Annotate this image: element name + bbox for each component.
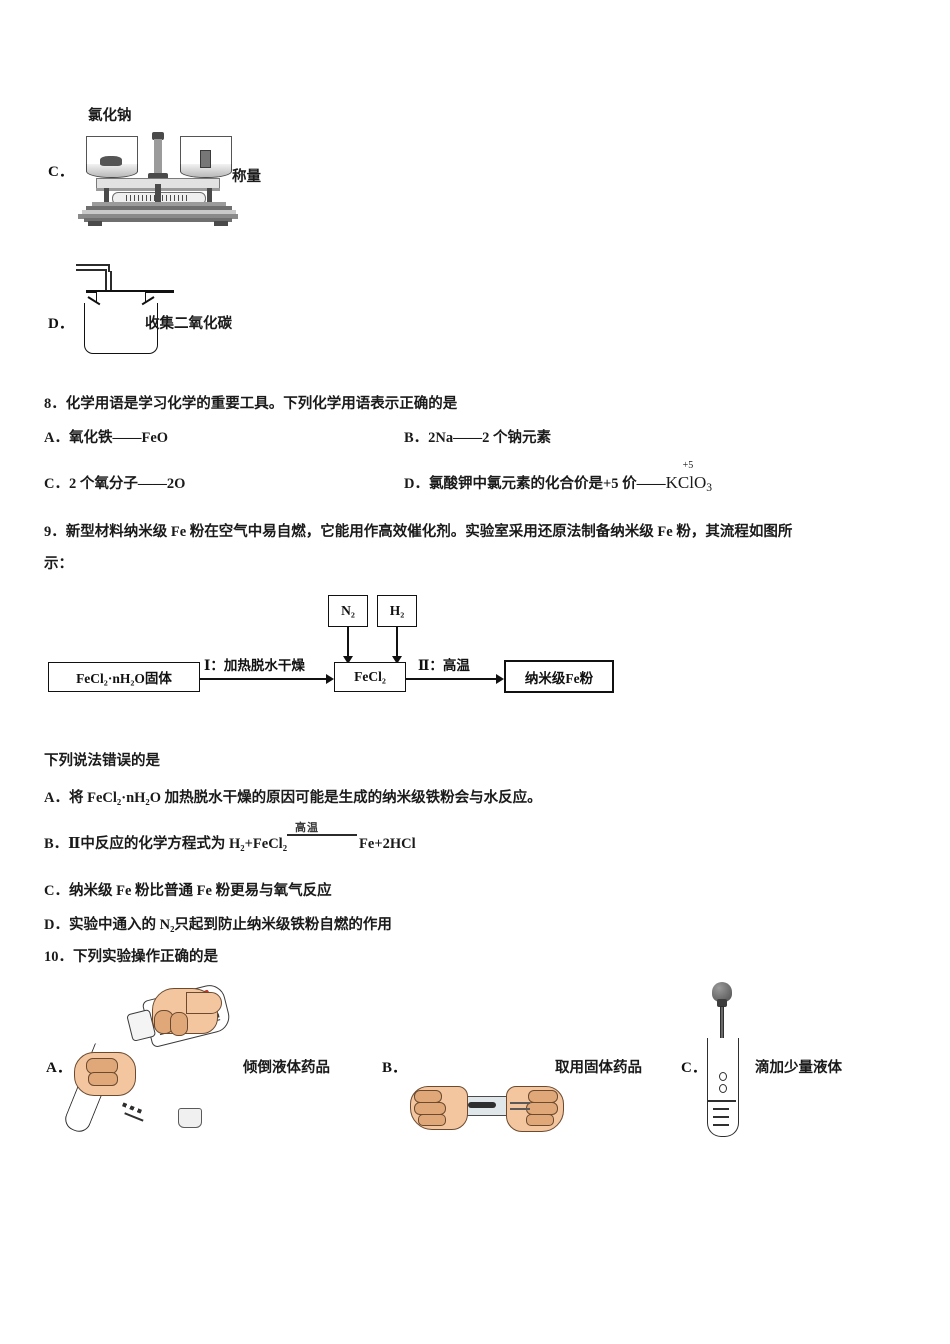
flowchart-box-start-label: FeCl₂·nH₂O固体	[76, 671, 172, 686]
flowchart-box-n2-label: N₂	[341, 603, 355, 618]
weight-block	[200, 150, 211, 168]
liquid-drop	[719, 1084, 727, 1093]
liquid-surface	[708, 1100, 736, 1102]
q8-option-a-text: 氧化铁——FeO	[68, 430, 169, 446]
solid-reagent-chunk	[468, 1102, 496, 1108]
bottle-stopper	[178, 1108, 202, 1128]
weighing-caption: 称量	[232, 169, 261, 185]
q9-option-b-text-after: Fe+2HCl	[359, 836, 416, 852]
flowchart-box-start: FeCl₂·nH₂O固体	[48, 662, 200, 692]
kclo3-formula: KClO3 +5	[665, 460, 713, 494]
q9-option-b: B．Ⅱ中反应的化学方程式为 H₂+FeCl₂ 高温 Fe+2HCl	[44, 822, 416, 853]
flowchart-box-h2: H₂	[377, 595, 417, 627]
q9-option-c: C．纳米级 Fe 粉比普通 Fe 粉更易与氧气反应	[44, 879, 332, 900]
salt-pile	[100, 156, 122, 166]
q9-option-d-text: 实验中通入的 N₂只起到防止纳米级铁粉自燃的作用	[68, 917, 392, 933]
q8-option-d-text: 氯酸钾中氯元素的化合价是+5 价——	[428, 476, 666, 492]
q8-option-b-text: 2Na——2 个钠元素	[428, 430, 552, 446]
q8-option-d: D．氯酸钾中氯元素的化合价是+5 价——KClO3 +5	[404, 460, 713, 494]
kclo3-oxidation-charge: +5	[682, 460, 694, 471]
q8-option-c: C．2 个氧分子——2O	[44, 472, 185, 493]
question-8-stem: 8．化学用语是学习化学的重要工具。下列化学用语表示正确的是	[44, 396, 458, 412]
kclo3-potassium: K	[665, 473, 678, 492]
flowchart-box-h2-label: H₂	[389, 603, 405, 618]
q10-option-a-letter: A．	[46, 1060, 72, 1076]
q10-option-c-caption: 滴加少量液体	[755, 1060, 842, 1076]
kclo3-subscript: 3	[706, 480, 713, 494]
liquid-drop	[719, 1072, 727, 1081]
q9-option-d: D．实验中通入的 N₂只起到防止纳米级铁粉自燃的作用	[44, 913, 392, 934]
q10-option-a-caption: 倾倒液体药品	[243, 1060, 330, 1076]
dropper-bulb	[712, 982, 732, 1002]
option-d-letter: D．	[48, 316, 74, 332]
question-9-stem-line1: 9．新型材料纳米级 Fe 粉在空气中易自燃，它能用作高效催化剂。实验室采用还原法…	[44, 524, 793, 540]
pouring-liquid-illustration	[61, 981, 252, 1142]
flowchart-step1-label: Ⅰ：加热脱水干燥	[202, 654, 307, 674]
reaction-arrow: 高温	[287, 822, 359, 849]
q8-option-a-letter: A．	[44, 430, 69, 446]
q9-option-b-text-before: Ⅱ中反应的化学方程式为 H₂+FeCl₂	[68, 836, 288, 852]
q10-option-c-letter: C．	[681, 1060, 707, 1076]
preparation-flowchart: N₂ H₂ FeCl₂·nH₂O固体 Ⅰ：加热脱水干燥 FeCl₂ Ⅱ：高温 纳…	[44, 592, 644, 696]
gas-jar-illustration	[76, 262, 186, 354]
flowchart-box-mid-label: FeCl₂	[354, 669, 386, 684]
q8-option-c-text: 2 个氧分子——2O	[68, 476, 186, 492]
q8-option-c-letter: C．	[44, 476, 69, 492]
kclo3-chlorate: ClO	[677, 473, 707, 492]
balance-scale-illustration	[78, 126, 238, 226]
reaction-arrow-bar	[287, 833, 358, 836]
q8-option-b: B．2Na——2 个钠元素	[404, 426, 551, 447]
collect-co2-caption: 收集二氧化碳	[145, 316, 232, 332]
question-10-stem: 10．下列实验操作正确的是	[44, 949, 218, 965]
question-9-stem-line2: 示：	[44, 556, 73, 572]
flowchart-box-n2: N₂	[328, 595, 368, 627]
reaction-condition-label: 高温	[295, 821, 320, 834]
q9-option-a-text: 将 FeCl₂·nH₂O 加热脱水干燥的原因可能是生成的纳米级铁粉会与水反应。	[68, 790, 542, 806]
q8-option-d-letter: D．	[404, 476, 429, 492]
q9-option-b-letter: B．	[44, 836, 69, 852]
option-c-letter: C．	[48, 164, 74, 180]
q9-option-a-letter: A．	[44, 790, 69, 806]
q10-option-b-caption: 取用固体药品	[555, 1060, 642, 1076]
q9-option-d-letter: D．	[44, 917, 69, 933]
flowchart-step2-label: Ⅱ：高温	[416, 654, 472, 674]
q10-option-b-letter: B．	[382, 1060, 408, 1076]
q8-option-a: A．氧化铁——FeO	[44, 426, 168, 447]
taking-solid-reagent-illustration	[410, 1072, 564, 1144]
flowchart-box-end: 纳米级Fe粉	[504, 660, 614, 693]
question-9-prompt: 下列说法错误的是	[44, 753, 160, 769]
dropper-in-test-tube-illustration	[703, 982, 743, 1140]
flowchart-box-mid: FeCl₂	[334, 662, 406, 692]
q9-option-a: A．将 FeCl₂·nH₂O 加热脱水干燥的原因可能是生成的纳米级铁粉会与水反应…	[44, 786, 542, 807]
q8-option-b-letter: B．	[404, 430, 429, 446]
q9-option-c-text: 纳米级 Fe 粉比普通 Fe 粉更易与氧气反应	[68, 883, 332, 899]
sodium-chloride-label: 氯化钠	[88, 108, 132, 124]
q9-option-c-letter: C．	[44, 883, 69, 899]
flowchart-box-end-label: 纳米级Fe粉	[524, 670, 594, 686]
